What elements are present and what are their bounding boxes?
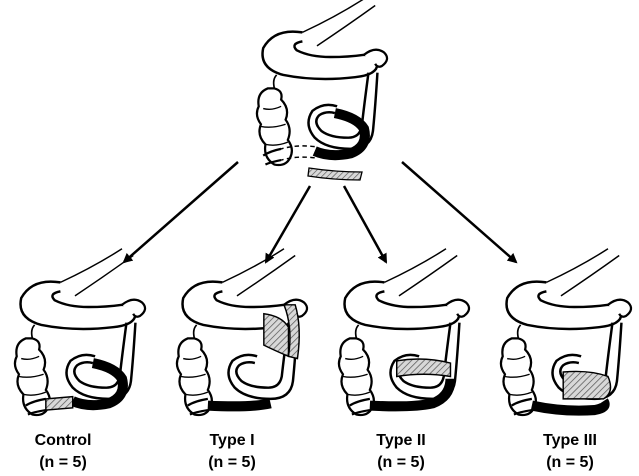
source-figure (257, 0, 387, 165)
type-ii-name: Type II (341, 430, 461, 452)
control-label: Control (n = 5) (3, 430, 123, 474)
control-name: Control (3, 430, 123, 452)
arrow-to-type-i (266, 186, 310, 262)
type-i-n: (n = 5) (172, 452, 292, 474)
arrow-to-type-iii (402, 162, 516, 262)
type-i-label: Type I (n = 5) (172, 430, 292, 474)
arrow-to-type-ii (344, 186, 386, 262)
control-n: (n = 5) (3, 452, 123, 474)
type-i-name: Type I (172, 430, 292, 452)
type-ii-label: Type II (n = 5) (341, 430, 461, 474)
type-ii-figure (339, 249, 469, 415)
type-iii-name: Type III (510, 430, 630, 452)
type-iii-figure (501, 249, 631, 415)
type-iii-label: Type III (n = 5) (510, 430, 630, 474)
type-iii-n: (n = 5) (510, 452, 630, 474)
type-i-figure (177, 249, 307, 415)
control-figure (15, 249, 145, 415)
arrow-to-control (124, 162, 238, 262)
type-ii-n: (n = 5) (341, 452, 461, 474)
hatched-segment (308, 168, 362, 180)
